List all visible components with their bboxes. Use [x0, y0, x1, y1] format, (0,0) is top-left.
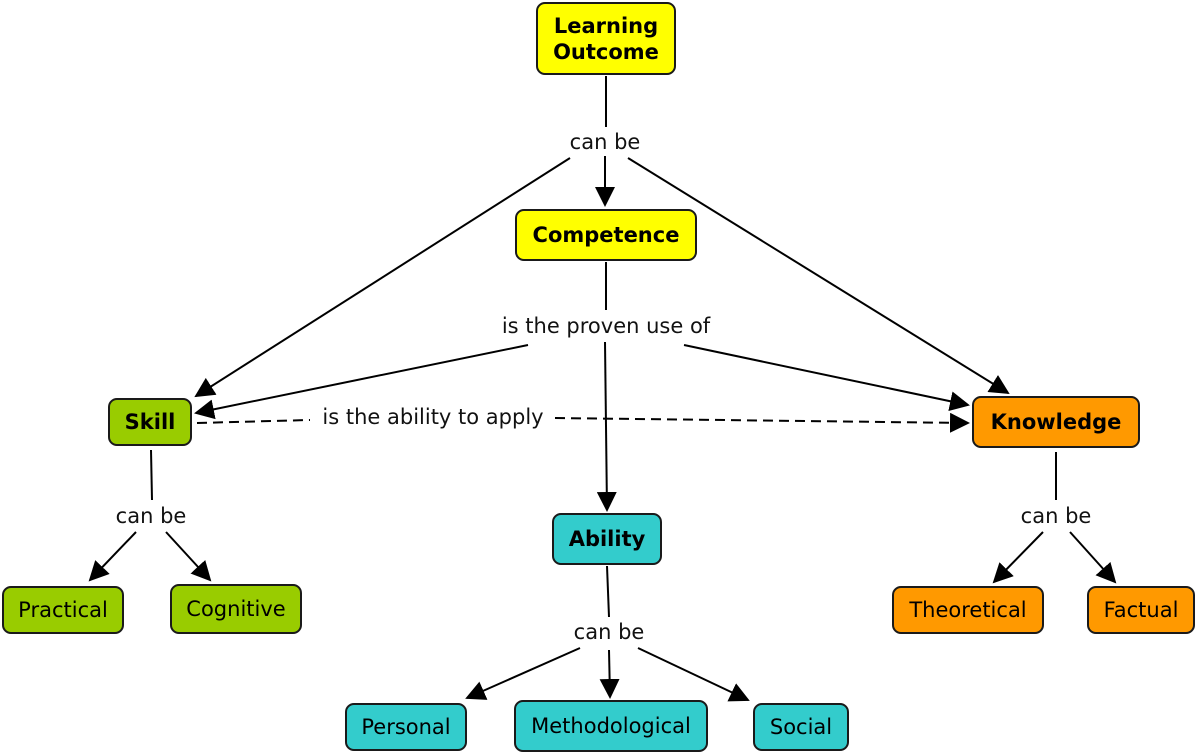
- connector-skill-to-cognitive: [165, 531, 212, 582]
- connector-proven-to-knowledge: [683, 344, 970, 412]
- node-knowledge: Knowledge: [972, 396, 1140, 448]
- connector-proven-to-skill: [194, 344, 529, 420]
- connector-ability-to-personal: [465, 647, 581, 700]
- label-outcome-can-be: can be: [565, 130, 645, 154]
- connector-skill-dashed-right: [554, 412, 970, 433]
- label-ability-to-apply: is the ability to apply: [318, 405, 548, 429]
- label-skill-can-be: can be: [111, 504, 191, 528]
- connector-ability-to-methodological: [599, 649, 620, 699]
- connector-outcome-to-knowledge: [627, 157, 1010, 395]
- connector-ability-to-social: [637, 647, 750, 702]
- node-social: Social: [753, 703, 849, 751]
- node-personal: Personal: [345, 703, 467, 751]
- connector-ability-label: [606, 565, 610, 618]
- connector-skill-dashed-left: [196, 419, 311, 424]
- connector-skill-to-practical: [88, 531, 137, 582]
- connector-knowledge-to-theoretical: [992, 531, 1044, 584]
- node-learning-outcome: Learning Outcome: [536, 2, 676, 75]
- node-theoretical: Theoretical: [892, 586, 1044, 634]
- connector-skill-label: [150, 449, 153, 501]
- node-factual: Factual: [1087, 586, 1195, 634]
- label-proven-use-of: is the proven use of: [497, 314, 715, 338]
- connector-knowledge-to-factual: [1069, 531, 1117, 584]
- label-knowledge-can-be: can be: [1016, 504, 1096, 528]
- node-methodological: Methodological: [514, 700, 708, 752]
- node-skill: Skill: [108, 398, 192, 446]
- node-competence: Competence: [515, 209, 697, 261]
- node-ability: Ability: [552, 513, 662, 565]
- label-ability-can-be: can be: [569, 620, 649, 644]
- node-cognitive: Cognitive: [170, 584, 302, 634]
- node-practical: Practical: [2, 586, 124, 634]
- connector-proven-to-ability: [596, 341, 617, 512]
- connector-outcome-to-skill: [194, 157, 571, 398]
